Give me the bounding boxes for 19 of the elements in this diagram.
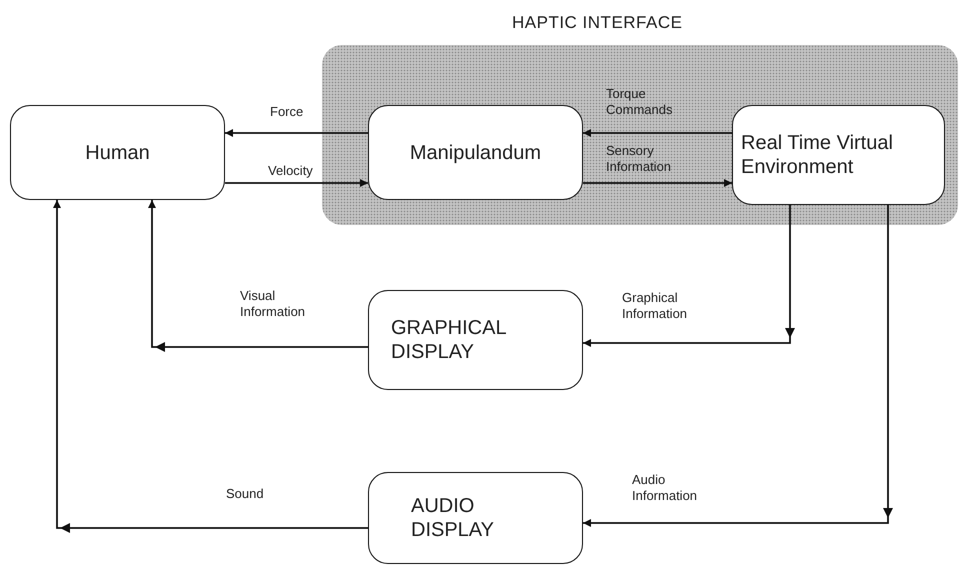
group-title: HAPTIC INTERFACE [512, 13, 682, 33]
edge-label: Sensory Information [606, 143, 672, 175]
edge-label: Torque Commands [606, 86, 674, 118]
edge-label: Graphical Information [622, 290, 688, 322]
process-box [368, 105, 583, 200]
process-box [732, 105, 945, 205]
edge-label: Velocity [268, 163, 314, 179]
node-label: Human [85, 140, 150, 164]
node-label: Real Time Virtual Environment [741, 131, 894, 179]
edge-label: Audio Information [632, 472, 698, 504]
edge-label: Visual Information [240, 288, 306, 320]
node-label: AUDIO DISPLAY [411, 494, 495, 542]
process-box [368, 472, 583, 564]
node-label: GRAPHICAL DISPLAY [391, 316, 507, 364]
edge-label: Sound [226, 486, 265, 502]
process-box [10, 105, 225, 200]
node-label: Manipulandum [410, 140, 542, 164]
process-box [368, 290, 583, 390]
edge-label: Force [270, 104, 304, 120]
